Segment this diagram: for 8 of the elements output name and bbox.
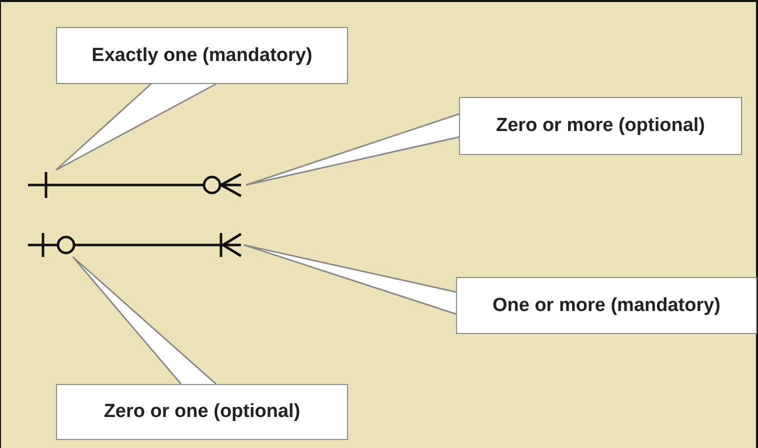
callout-text: One or more (mandatory) xyxy=(492,294,721,316)
callout-text: Exactly one (mandatory) xyxy=(92,44,312,66)
callout-box xyxy=(56,27,348,84)
callout-box xyxy=(56,384,348,440)
callout-box xyxy=(456,277,757,334)
callout-box xyxy=(459,97,742,155)
callout-text: Zero or more (optional) xyxy=(496,115,705,137)
callout-text: Zero or one (optional) xyxy=(104,401,300,423)
